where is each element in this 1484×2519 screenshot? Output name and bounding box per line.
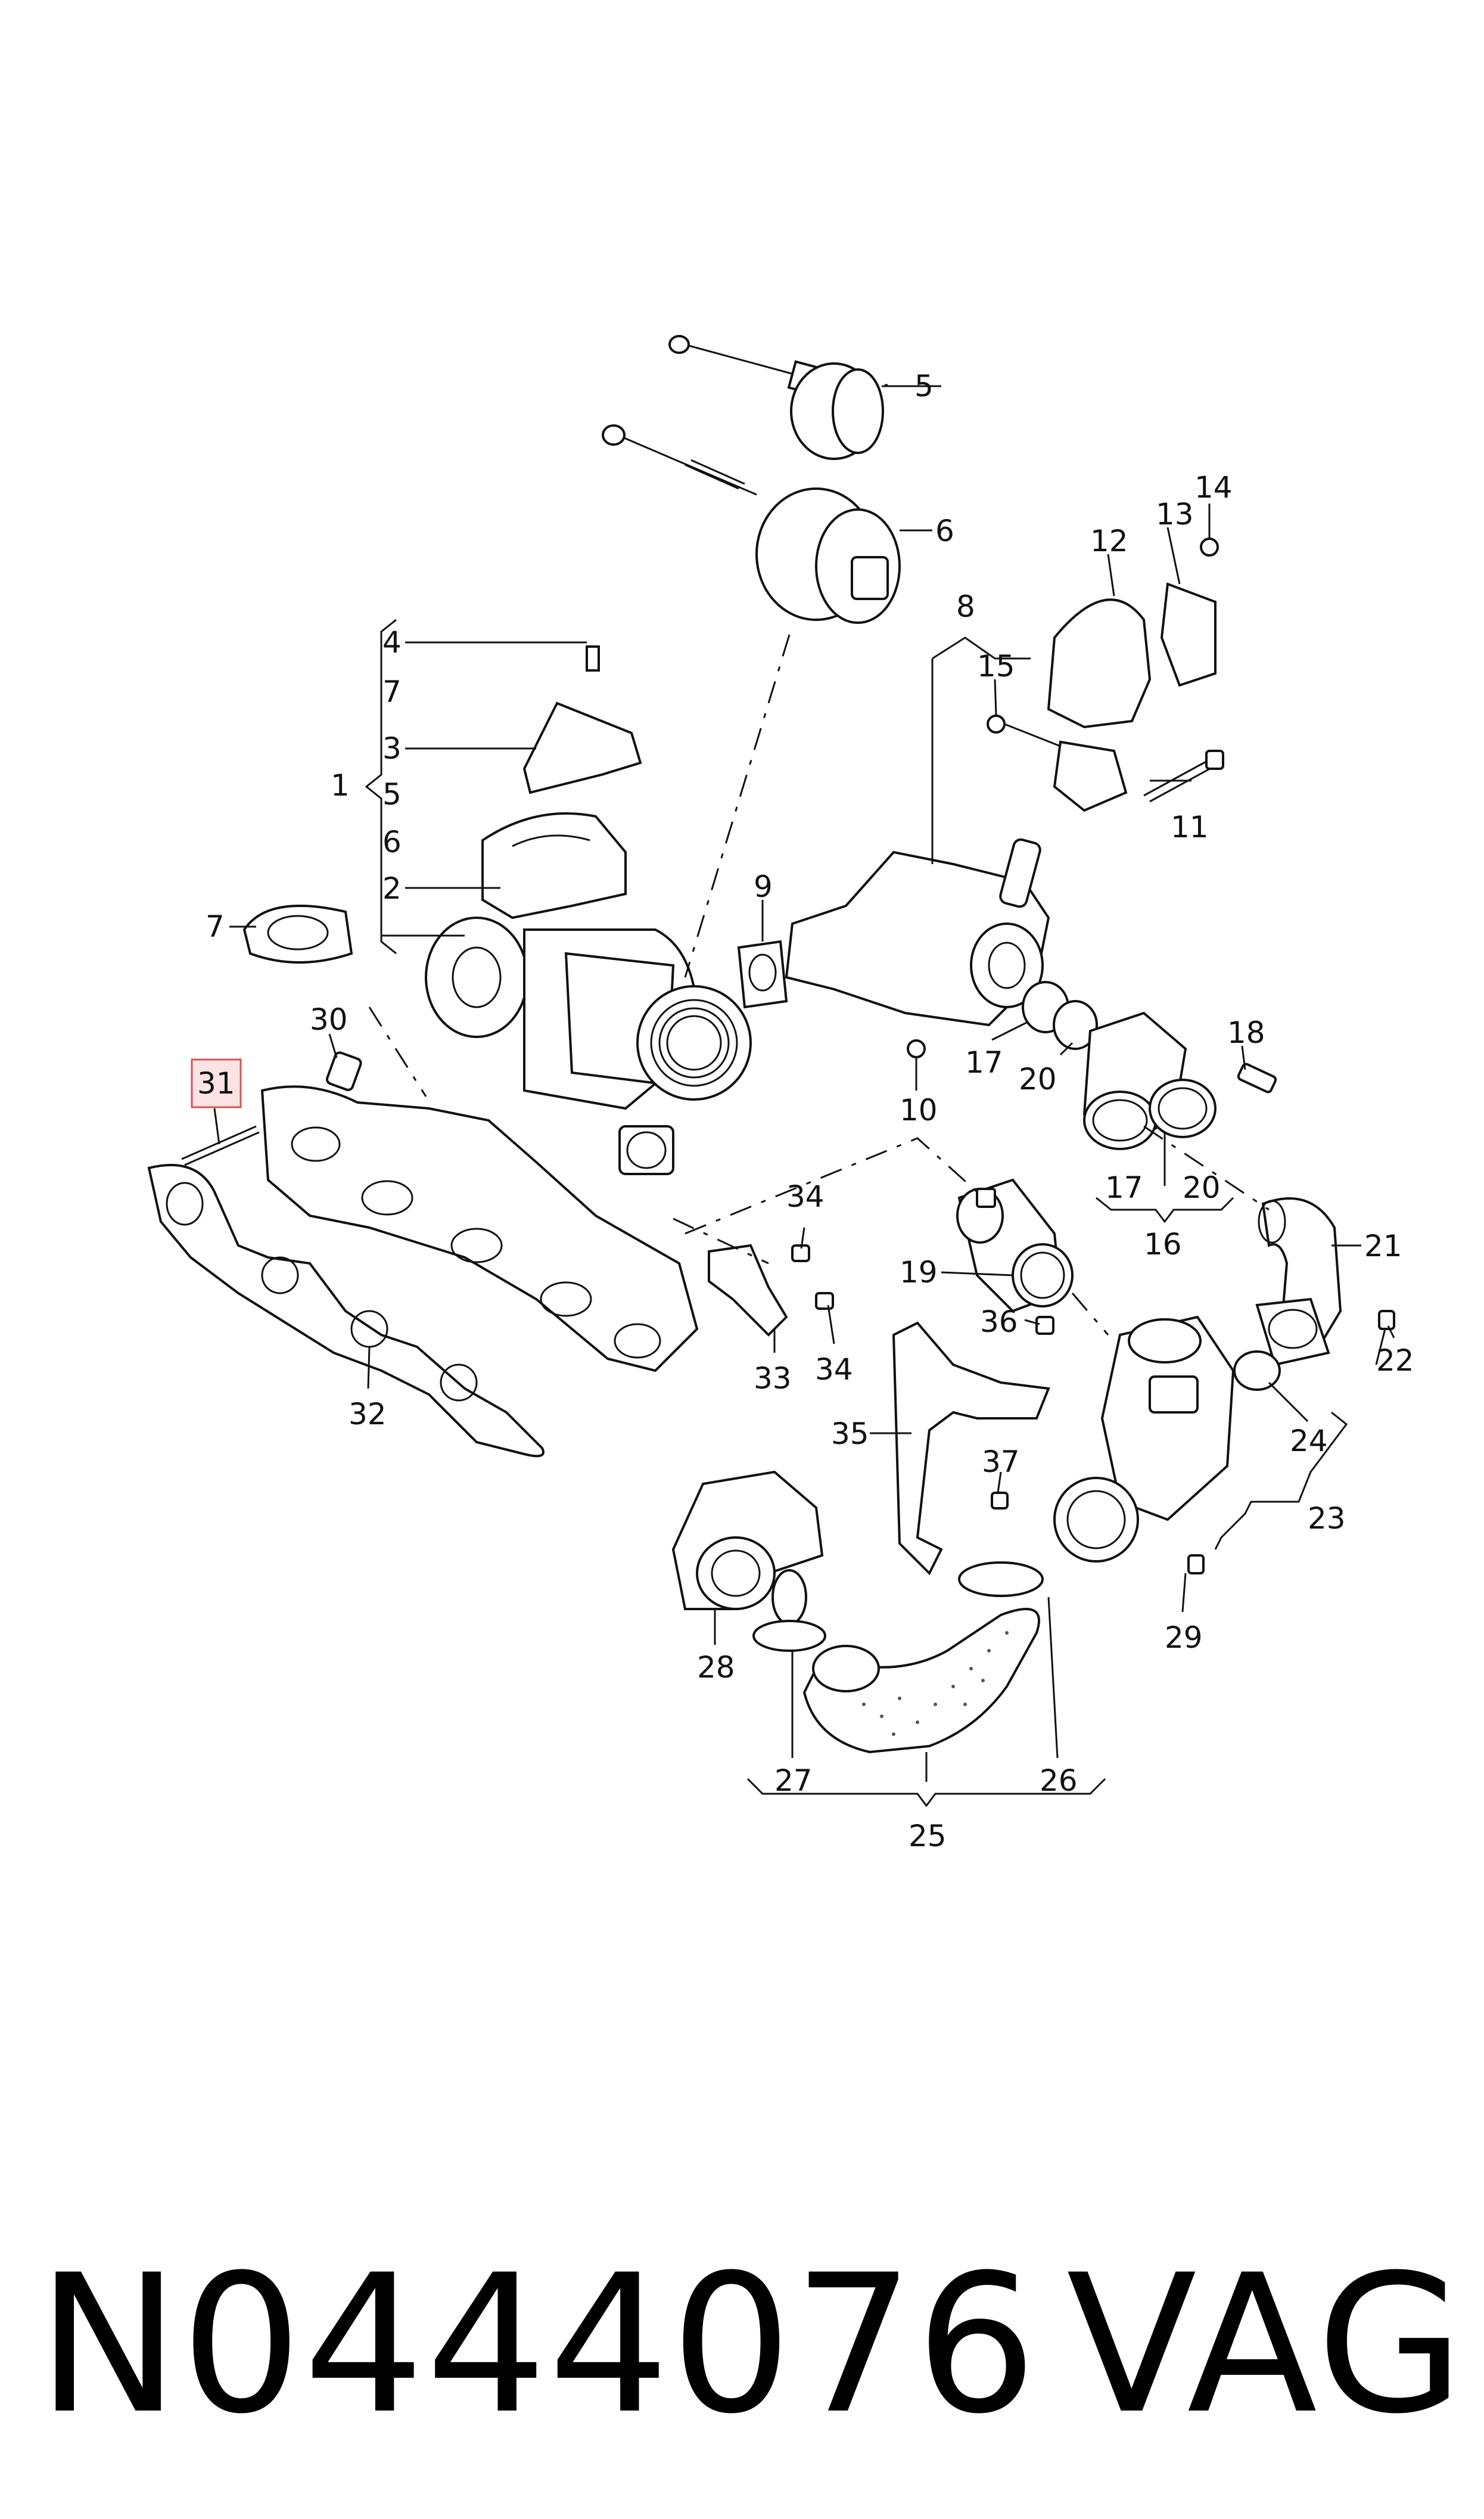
callout-7: 7 <box>206 909 225 944</box>
callout-28: 28 <box>697 1650 735 1685</box>
callout-7: 7 <box>382 675 402 709</box>
callout-9: 9 <box>754 869 773 904</box>
callout-5: 5 <box>382 777 402 812</box>
heat-shield-set <box>481 645 642 920</box>
callout-31-highlight <box>191 1058 242 1108</box>
callout-20: 20 <box>1019 1062 1057 1097</box>
callout-36: 36 <box>980 1304 1018 1339</box>
callout-6: 6 <box>935 514 954 548</box>
callout-24: 24 <box>1290 1424 1328 1458</box>
outlet-elbow-16 <box>1022 981 1277 1150</box>
throttle-body-28 <box>671 1470 824 1625</box>
callout-29: 29 <box>1165 1620 1203 1655</box>
callout-5: 5 <box>914 369 934 403</box>
callout-34: 34 <box>815 1352 853 1387</box>
callout-19: 19 <box>900 1255 938 1290</box>
callout-20: 20 <box>1183 1170 1221 1205</box>
callout-13: 13 <box>1156 497 1194 532</box>
brand-name: VAG <box>1066 2234 1467 2456</box>
callout-25: 25 <box>909 1819 947 1853</box>
callout-12: 12 <box>1090 524 1128 558</box>
stud-and-spacer <box>181 1051 362 1166</box>
callout-10: 10 <box>900 1093 938 1128</box>
leader-lines <box>213 384 1395 1807</box>
callout-22: 22 <box>1376 1343 1414 1378</box>
callout-32: 32 <box>349 1397 387 1431</box>
callout-17: 17 <box>965 1045 1003 1080</box>
compressor-housing <box>785 838 1050 1027</box>
turbo-flange-gasket <box>242 905 353 964</box>
callout-15: 15 <box>977 649 1015 684</box>
callout-27: 27 <box>774 1763 813 1798</box>
valve-assembly-23 <box>1053 1315 1235 1574</box>
callout-35: 35 <box>831 1417 869 1451</box>
support-bracket-35 <box>892 1316 1054 1576</box>
callout-1: 1 <box>331 768 350 803</box>
callout-23: 23 <box>1308 1501 1346 1536</box>
callout-2: 2 <box>382 871 402 906</box>
callout-17: 17 <box>1105 1170 1143 1205</box>
manifold-gasket <box>147 1164 545 1458</box>
callout-37: 37 <box>982 1445 1020 1479</box>
callout-21: 21 <box>1364 1229 1402 1263</box>
turbocharger <box>425 917 752 1175</box>
intake-pipe-19 <box>956 1178 1074 1313</box>
callout-4: 4 <box>382 625 402 660</box>
callout-labels: 4 7 3 1 5 6 2 7 5 6 8 12 13 14 15 11 9 3… <box>191 369 1414 1853</box>
callout-33: 33 <box>754 1361 792 1396</box>
callout-3: 3 <box>382 731 402 766</box>
callout-16: 16 <box>1144 1227 1182 1262</box>
hose-texture <box>862 1631 1009 1736</box>
callout-26: 26 <box>1040 1763 1078 1798</box>
callout-14: 14 <box>1194 470 1233 505</box>
charge-air-hose-25 <box>752 1561 1044 1754</box>
assembly-lines <box>368 634 1270 1335</box>
wastegate-actuator-upper <box>668 335 941 460</box>
callout-11: 11 <box>1171 810 1209 844</box>
callout-8: 8 <box>956 589 975 624</box>
caption-bar: N0444076 VAG <box>0 2247 1484 2443</box>
wastegate-actuator-lower <box>602 424 932 624</box>
callout-18: 18 <box>1227 1015 1265 1050</box>
right-heat-shield <box>987 538 1224 812</box>
part-number: N0444076 <box>37 2234 1038 2456</box>
flange-gasket-9 <box>737 940 788 1009</box>
callout-6: 6 <box>382 825 402 859</box>
curved-pipe-21 <box>1233 1197 1395 1391</box>
exhaust-manifold <box>260 1085 699 1372</box>
callout-30: 30 <box>310 1002 348 1037</box>
bracket-33 <box>708 1244 834 1337</box>
callout-34: 34 <box>786 1179 825 1214</box>
callout-31: 31 <box>197 1066 235 1101</box>
nut-10 <box>907 1039 926 1058</box>
